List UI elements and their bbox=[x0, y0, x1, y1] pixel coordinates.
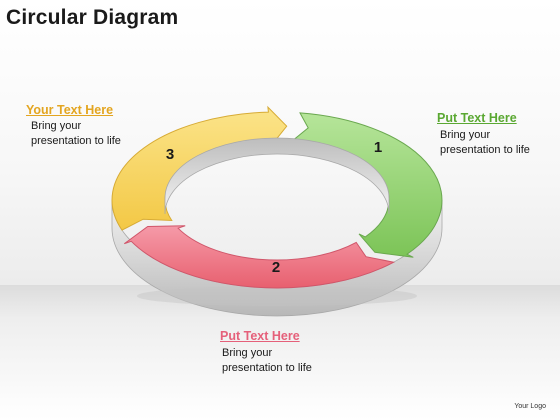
ring-shadow bbox=[137, 286, 417, 306]
callout-left-text: Bring your presentation to life bbox=[31, 119, 121, 149]
segment-number-3: 3 bbox=[166, 146, 174, 163]
callout-bottom-text: Bring your presentation to life bbox=[222, 346, 312, 376]
callout-right-heading: Put Text Here bbox=[437, 111, 517, 125]
callout-left-line2: presentation to life bbox=[31, 135, 121, 147]
page-title: Circular Diagram bbox=[6, 6, 179, 29]
callout-left-heading: Your Text Here bbox=[26, 103, 114, 117]
segment-number-1: 1 bbox=[374, 139, 382, 156]
callout-right-line1: Bring your bbox=[440, 129, 491, 141]
ring-segment-2 bbox=[124, 225, 396, 289]
callout-bottom-line2: presentation to life bbox=[222, 362, 312, 374]
callout-right-text: Bring your presentation to life bbox=[440, 128, 530, 158]
callout-bottom-heading: Put Text Here bbox=[220, 329, 300, 343]
callout-left-line1: Bring your bbox=[31, 120, 82, 132]
ring-inner-wall bbox=[164, 137, 390, 215]
ring-segment-1 bbox=[291, 112, 443, 258]
callout-bottom-line1: Bring your bbox=[222, 347, 273, 359]
segment-number-2: 2 bbox=[272, 259, 280, 276]
footer-logo: Your Logo bbox=[514, 403, 546, 410]
callout-right-line2: presentation to life bbox=[440, 144, 530, 156]
